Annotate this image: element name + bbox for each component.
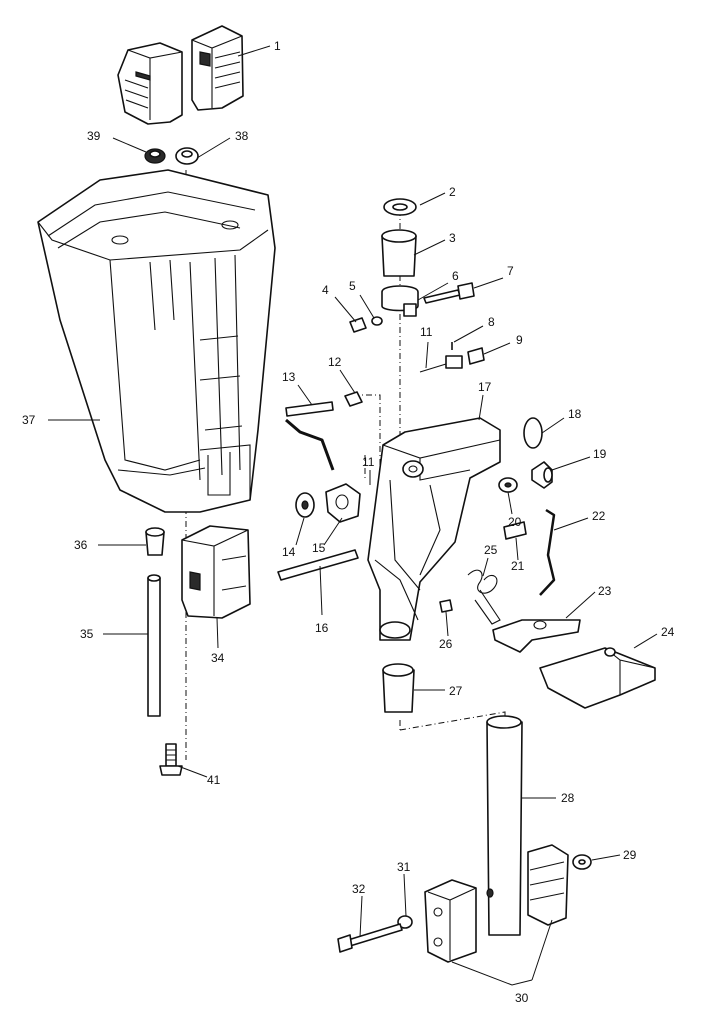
part-3-sleeve xyxy=(381,229,417,277)
part-30-clamp-halves xyxy=(424,844,569,963)
callout-39: 39 xyxy=(87,129,101,143)
callout-41: 41 xyxy=(207,773,221,787)
part-38-39-nuts xyxy=(144,147,199,165)
callout-18: 18 xyxy=(568,407,582,421)
callout-8: 8 xyxy=(488,315,495,329)
part-27-bushing xyxy=(382,663,415,713)
callout-22: 22 xyxy=(592,509,606,523)
part-21-plate xyxy=(503,521,527,540)
callout-21: 21 xyxy=(511,559,525,573)
callout-31: 31 xyxy=(397,860,411,874)
part-20-washer xyxy=(498,477,518,493)
callout-4: 4 xyxy=(322,283,329,297)
part-25-spring xyxy=(467,569,501,625)
callout-32: 32 xyxy=(352,882,366,896)
part-24-bracket xyxy=(539,647,656,709)
part-18-disc xyxy=(523,417,543,449)
part-41-bolt xyxy=(159,743,183,776)
callout-23: 23 xyxy=(598,584,612,598)
callout-15: 15 xyxy=(312,541,326,555)
callout-26: 26 xyxy=(439,637,453,651)
part-19-knob xyxy=(531,461,553,489)
part-36-bushing xyxy=(145,527,165,556)
callout-5: 5 xyxy=(349,279,356,293)
callout-13: 13 xyxy=(282,370,296,384)
part-22-lever xyxy=(539,508,556,596)
callout-16: 16 xyxy=(315,621,329,635)
callout-14: 14 xyxy=(282,545,296,559)
callout-17: 17 xyxy=(478,380,492,394)
part-8-9-11-pins xyxy=(419,342,485,373)
callout-6: 6 xyxy=(452,269,459,283)
part-29-nut xyxy=(572,854,592,870)
part-17-swivel-bracket xyxy=(367,417,501,641)
callout-labels: 1 2 3 4 5 6 7 8 9 11 12 13 17 18 11 19 2… xyxy=(22,39,675,1005)
part-28-tube xyxy=(486,715,523,936)
callout-2: 2 xyxy=(449,185,456,199)
part-26-nut xyxy=(439,599,453,613)
callout-1: 1 xyxy=(274,39,281,53)
part-13-rod xyxy=(285,401,335,471)
callout-11-upper: 11 xyxy=(420,325,433,339)
callout-25: 25 xyxy=(484,543,498,557)
part-6-clamp xyxy=(381,285,419,317)
part-34-housing-half xyxy=(181,525,251,619)
callout-7: 7 xyxy=(507,264,514,278)
part-7-bolt xyxy=(423,282,475,304)
callout-34: 34 xyxy=(211,651,225,665)
callout-28: 28 xyxy=(561,791,575,805)
part-4-5-washers xyxy=(349,316,383,333)
callout-37: 37 xyxy=(22,413,36,427)
part-15-block xyxy=(325,483,361,523)
callout-29: 29 xyxy=(623,848,637,862)
callout-20: 20 xyxy=(508,515,522,529)
part-12-nut xyxy=(344,391,363,407)
callout-19: 19 xyxy=(593,447,607,461)
part-14-washer xyxy=(295,492,315,518)
part-1-cover-halves xyxy=(117,25,244,125)
part-37-housing xyxy=(37,169,276,513)
callout-30: 30 xyxy=(515,991,529,1005)
callout-3: 3 xyxy=(449,231,456,245)
leader-lines xyxy=(48,45,658,986)
callout-35: 35 xyxy=(80,627,94,641)
part-23-bracket xyxy=(492,619,581,653)
part-31-washer xyxy=(397,915,413,929)
callout-12: 12 xyxy=(328,355,342,369)
part-35-shaft xyxy=(147,574,161,717)
callout-9: 9 xyxy=(516,333,523,347)
callout-27: 27 xyxy=(449,684,463,698)
callout-11-lower: 11 xyxy=(362,455,375,469)
callout-24: 24 xyxy=(661,625,675,639)
part-16-pin xyxy=(277,549,359,581)
callout-36: 36 xyxy=(74,538,88,552)
part-2-washer xyxy=(383,198,417,216)
part-32-bolt xyxy=(337,923,403,953)
callout-38: 38 xyxy=(235,129,249,143)
